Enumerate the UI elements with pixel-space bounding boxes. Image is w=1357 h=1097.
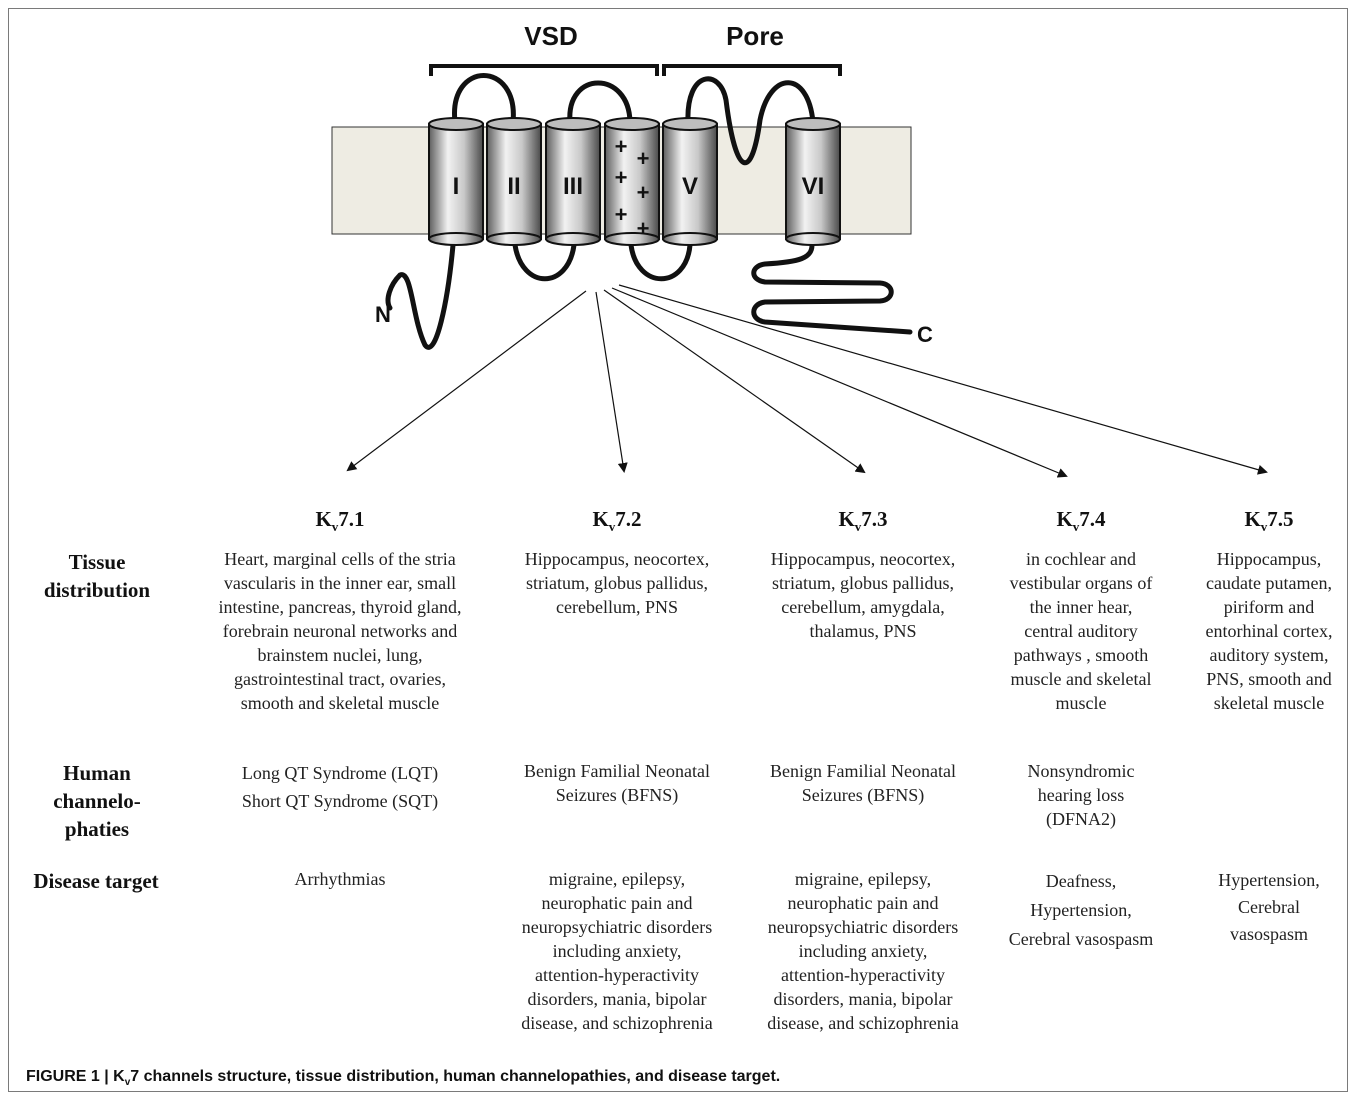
- vsd-label: VSD: [524, 21, 577, 51]
- vsd-bracket: [429, 64, 659, 76]
- disease-kv7-1: Arrhythmias: [294, 869, 386, 889]
- segment-s3: III: [545, 117, 601, 246]
- arrow-kv7-2: [595, 291, 628, 473]
- channel-topology-diagram: VSD Pore I II III + + + + +: [331, 21, 1268, 478]
- c-terminus: [751, 242, 913, 335]
- segment-s2: II: [486, 117, 542, 246]
- positive-charge: +: [637, 146, 650, 171]
- channel-heading-kv7-4: Kv7.4: [1056, 507, 1106, 535]
- arrow-kv7-4: [611, 287, 1068, 478]
- loop-i-ii: [452, 73, 516, 125]
- loop-iii-iv: [567, 80, 633, 125]
- svg-text:VI: VI: [802, 173, 825, 200]
- channelopathy-kv7-1: Long QT Syndrome (LQT)Short QT Syndrome …: [241, 763, 439, 811]
- svg-text:V: V: [682, 173, 698, 200]
- positive-charge: +: [637, 180, 650, 205]
- pore-loop: [685, 76, 816, 166]
- positive-charge: +: [615, 134, 628, 159]
- c-terminus-label: C: [917, 322, 933, 347]
- figure-frame: [8, 8, 1348, 1092]
- svg-text:III: III: [563, 173, 583, 200]
- segment-s1: I: [428, 117, 484, 246]
- pore-bracket: [662, 64, 842, 76]
- loop-ii-iii: [512, 242, 577, 282]
- disease-kv7-4: Deafness,Hypertension,Cerebral vasospasm: [1008, 871, 1154, 949]
- channel-heading-kv7-1: Kv7.1: [315, 507, 365, 535]
- positive-charge: +: [615, 165, 628, 190]
- svg-text:I: I: [453, 173, 460, 200]
- arrow-kv7-1: [346, 290, 587, 472]
- n-terminus-label: N: [375, 302, 391, 327]
- positive-charge: +: [637, 216, 650, 241]
- row-label-tissue-distribution: Tissue distribution: [43, 550, 151, 602]
- arrow-kv7-3: [603, 289, 866, 474]
- row-label-disease-target: Disease target: [33, 869, 159, 893]
- segment-s6: VI: [785, 117, 841, 246]
- svg-text:II: II: [507, 173, 520, 200]
- arrow-kv7-5: [618, 284, 1268, 475]
- pore-label: Pore: [726, 21, 784, 51]
- loop-iv-v: [628, 242, 693, 282]
- channel-heading-kv7-3: Kv7.3: [838, 507, 888, 535]
- tissue-kv7-2: Hippocampus, neocortex,striatum, globus …: [524, 549, 710, 617]
- channel-heading-kv7-5: Kv7.5: [1244, 507, 1294, 535]
- channel-heading-kv7-2: Kv7.2: [592, 507, 642, 535]
- tissue-kv7-5: Hippocampus,caudate putamen,piriform and…: [1205, 549, 1333, 713]
- positive-charge: +: [615, 202, 628, 227]
- row-label-human-channelopathies: Human channelo- phaties: [53, 761, 141, 841]
- figure-caption: FIGURE 1 | Kv7 channels structure, tissu…: [26, 1068, 781, 1089]
- segment-s4-voltage-sensor: + + + + + +: [604, 117, 660, 246]
- segment-s5: V: [662, 117, 718, 246]
- tissue-kv7-3: Hippocampus, neocortex,striatum, globus …: [770, 549, 956, 641]
- n-terminus: [385, 242, 456, 350]
